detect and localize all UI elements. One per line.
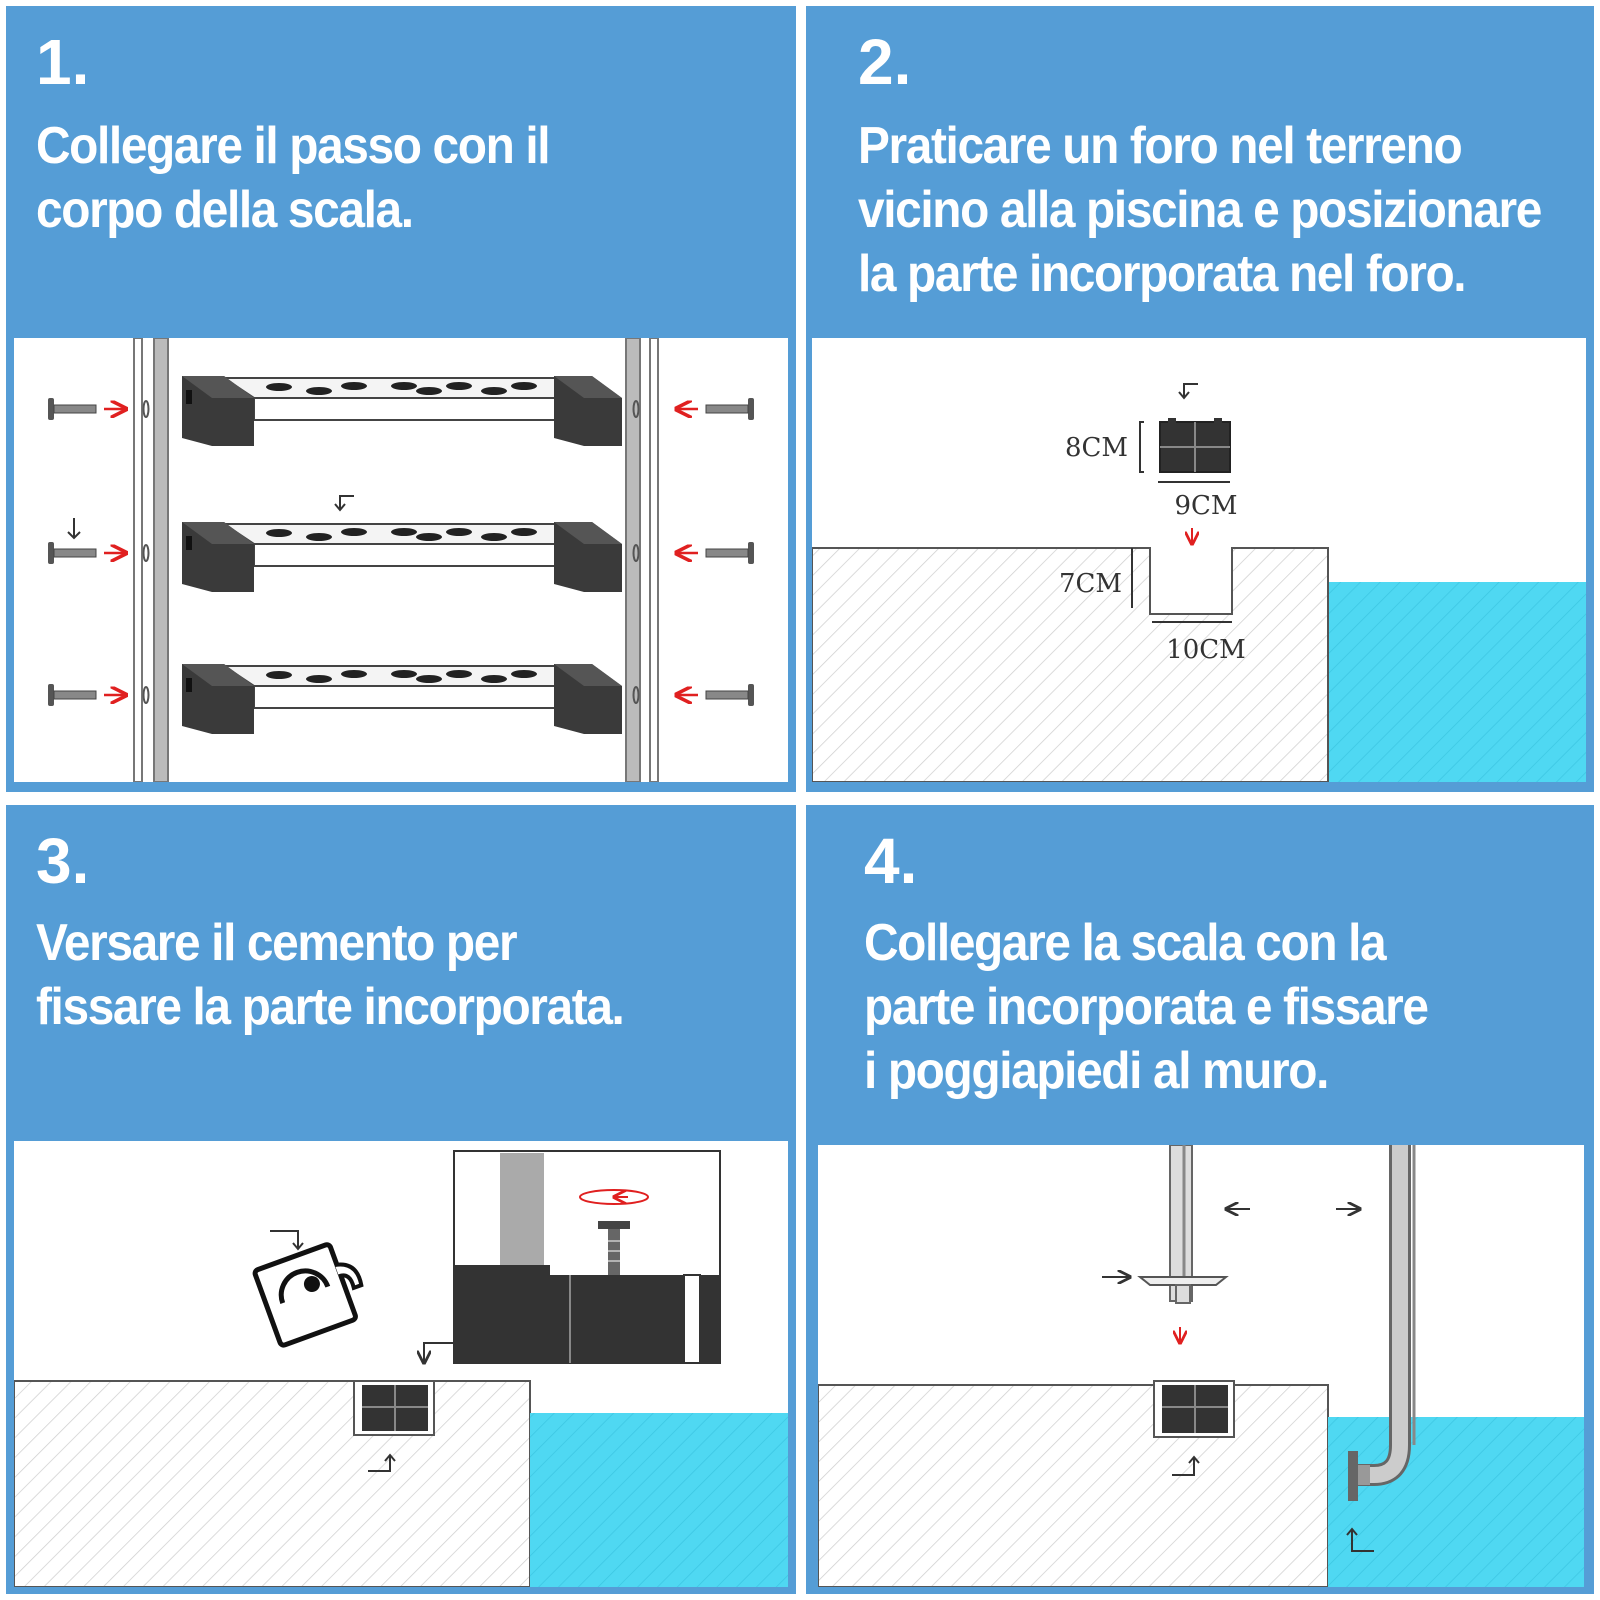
ladder-step [182,376,622,446]
cement-bucket-icon [252,1242,364,1348]
instruction-line: parte incorporata e fissare [864,978,1429,1036]
bolt-icon [632,684,754,706]
bolt-icon [48,398,150,420]
pool-water [1328,582,1586,782]
instruction-line: la parte incorporata nel foro. [858,245,1467,303]
bolt-icon [632,398,754,420]
step-instruction: Collegare la scala con la parte incorpor… [864,911,1517,1103]
ladder-rail-left [133,338,169,782]
embedded-part-block [353,1380,435,1436]
step-number: 3. [36,825,90,897]
step-1-panel: 1. Collegare il passo con il corpo della… [6,6,796,792]
instruction-line: Collegare il passo con il [36,117,551,175]
direction-arrow-icon [1178,383,1198,400]
instruction-line: corpo della scala. [36,181,414,239]
instruction-line: Versare il cemento per [36,914,518,972]
step-4-illustration [818,1145,1584,1587]
hole-dimensions-diagram: 8CM 9CM 7CM 10CM [812,383,1586,782]
height-label: 8CM [1065,433,1128,463]
ground-section [14,1380,531,1587]
ladder-rail-right [625,338,659,782]
embedded-part-block [1159,418,1231,473]
ladder-mounting-diagram [818,1145,1584,1587]
instruction-line: fissare la parte incorporata. [36,978,625,1036]
instruction-line: Collegare la scala con la [864,914,1387,972]
direction-arrow-icon [270,1230,396,1472]
bolt-icon [632,542,754,564]
step-instruction: Praticare un foro nel terreno vicino all… [858,114,1542,306]
ground-section [818,1384,1329,1587]
instruction-line: Praticare un foro nel terreno [858,117,1463,175]
pool-water [530,1413,788,1587]
direction-arrow-icon [1102,1209,1374,1552]
step-instruction: Collegare il passo con il corpo della sc… [36,114,717,242]
detail-zoom-box [453,1150,721,1364]
step-3-illustration [14,1141,788,1587]
step-1-illustration [14,338,788,782]
step-number: 1. [36,26,90,98]
step-4-panel: 4. Collegare la scala con la parte incor… [806,805,1594,1594]
depth-label: 7CM [1059,569,1122,599]
bolt-icon [48,542,150,564]
step-number: 4. [864,825,918,897]
ladder-assembly-diagram [48,338,754,782]
step-instruction: Versare il cemento per fissare la parte … [36,911,717,1039]
embedded-part-block [1153,1380,1235,1438]
ladder-tube [1137,1145,1229,1304]
instruction-line: i poggiapiedi al muro. [864,1042,1329,1100]
ground-section [812,547,1329,782]
step-number: 2. [858,26,912,98]
step-2-panel: 2. Praticare un foro nel terreno vicino … [806,6,1594,792]
ladder-tube [1348,1145,1416,1501]
instruction-line: vicino alla piscina e posizionare [858,181,1542,239]
step-2-illustration: 8CM 9CM 7CM 10CM [812,338,1586,782]
width-label: 9CM [1174,491,1237,521]
bolt-icon [48,684,150,706]
pool-water [1328,1417,1584,1587]
direction-arrow-icon [67,495,354,540]
cement-pour-diagram [14,1150,788,1587]
step-3-panel: 3. Versare il cemento per fissare la par… [6,805,796,1594]
hole-width-label: 10CM [1166,635,1246,665]
